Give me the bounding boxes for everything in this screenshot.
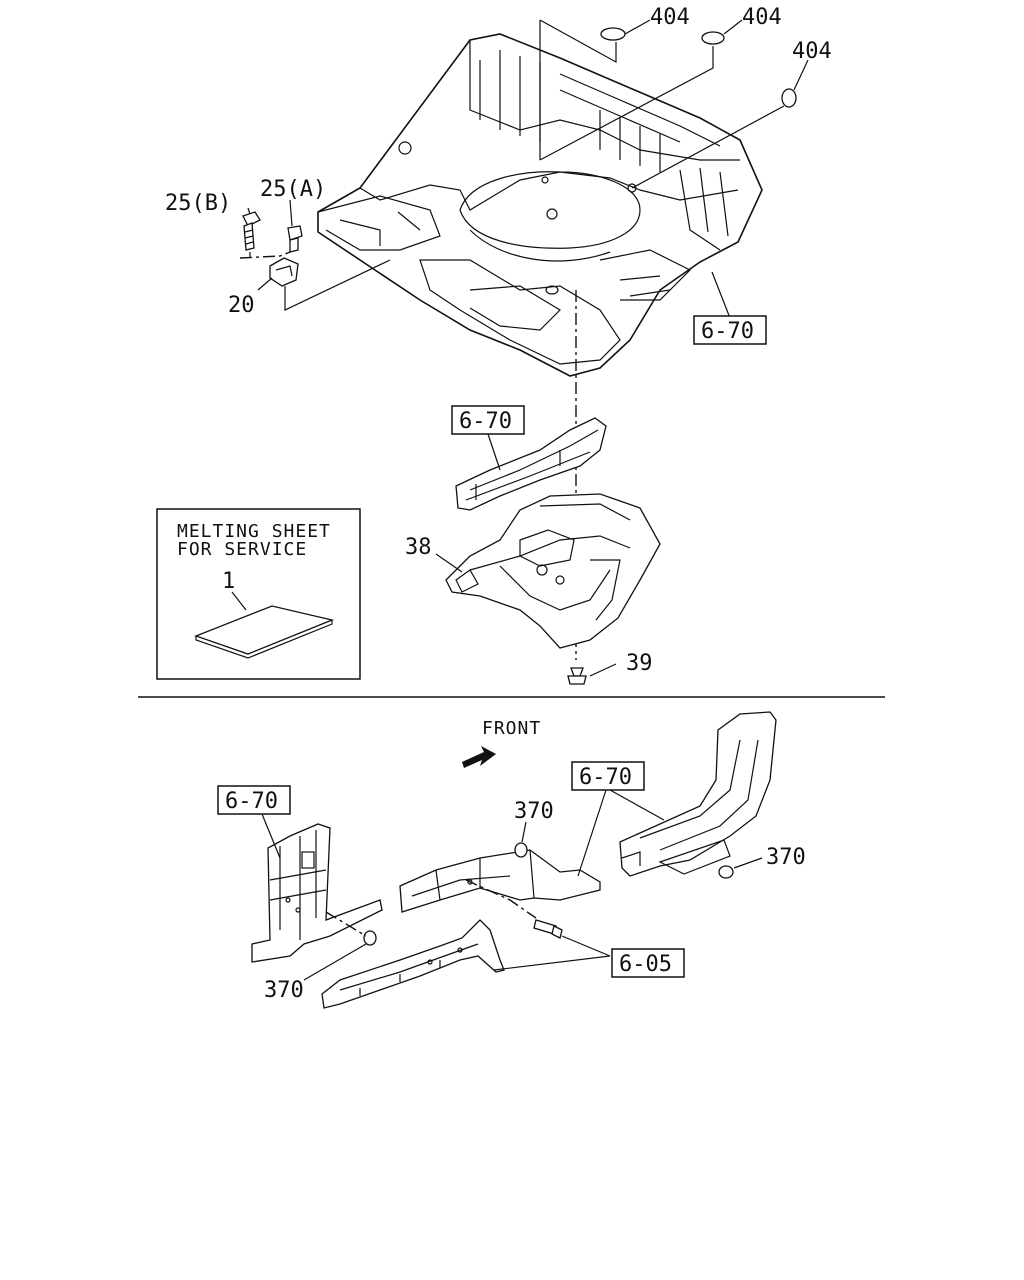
label-370-left: 370	[264, 978, 304, 1003]
leader-6-70-left	[261, 813, 281, 859]
leader-370-right	[733, 857, 763, 869]
label-39: 39	[626, 651, 653, 676]
label-38: 38	[405, 535, 432, 560]
floor-panel-38	[445, 493, 661, 649]
label-370-upper: 370	[514, 799, 554, 824]
label-370-right: 370	[766, 845, 806, 870]
label-6-05: 6-05	[619, 952, 672, 977]
lower-frame-member	[321, 919, 505, 1009]
inset-title-line1: MELTING SHEET	[177, 521, 331, 542]
seal-plug-404-c	[781, 88, 797, 108]
right-side-member	[619, 711, 777, 877]
seal-plug-404-b	[701, 31, 725, 45]
bolt-and-bracket-group	[239, 199, 391, 311]
inset-title-line2: FOR SERVICE	[177, 539, 307, 560]
floor-panel-assembly	[317, 33, 763, 377]
bracket-20-icon	[269, 257, 299, 287]
label-6-70-upper: 6-70	[701, 319, 754, 344]
front-label: FRONT	[482, 718, 541, 739]
ref-box-6-05	[611, 948, 685, 978]
label-6-70-left: 6-70	[225, 789, 278, 814]
ref-box-6-70-upper	[693, 315, 767, 345]
ref-box-6-70-right	[571, 761, 645, 791]
plug-370-upper-icon	[514, 842, 528, 858]
bolt-25b-icon	[242, 211, 261, 251]
label-404-a: 404	[650, 5, 690, 30]
leader-39	[589, 663, 617, 677]
label-6-70-mid: 6-70	[459, 409, 512, 434]
leader-370-upper	[521, 821, 527, 843]
leader-6-70-mid	[487, 433, 501, 471]
label-25b: 25(B)	[165, 191, 231, 216]
label-1: 1	[222, 569, 235, 594]
bolt-25a-icon	[287, 225, 303, 253]
label-20: 20	[228, 293, 255, 318]
leader-38	[435, 553, 463, 573]
leader-6-70-right	[609, 789, 665, 821]
leader-6-70-right-b	[577, 789, 607, 877]
left-side-member	[251, 823, 383, 963]
inset-frame	[156, 508, 361, 680]
leader-6-70-upper	[711, 271, 731, 319]
label-6-70-right: 6-70	[579, 765, 632, 790]
bolt-6-05-icon	[533, 919, 563, 939]
leader-1	[231, 591, 247, 611]
plug-370-right-icon	[718, 865, 734, 879]
leader-6-05	[493, 935, 611, 971]
ref-box-6-70-left	[217, 785, 291, 815]
seal-plug-group-404	[539, 19, 809, 189]
plug-370-left-icon	[363, 930, 377, 946]
arrow-right-icon	[462, 746, 496, 768]
melting-sheet-inset: MELTING SHEET FOR SERVICE 1	[156, 508, 361, 680]
clip-39-icon	[567, 667, 587, 685]
center-member	[399, 849, 601, 913]
leader-370-left	[303, 943, 367, 981]
label-404-c: 404	[792, 39, 832, 64]
cross-member-part	[455, 417, 607, 511]
label-25a: 25(A)	[260, 177, 326, 202]
ref-box-6-70-mid	[451, 405, 525, 435]
seal-plug-404-a	[600, 27, 626, 41]
label-404-b: 404	[742, 5, 782, 30]
